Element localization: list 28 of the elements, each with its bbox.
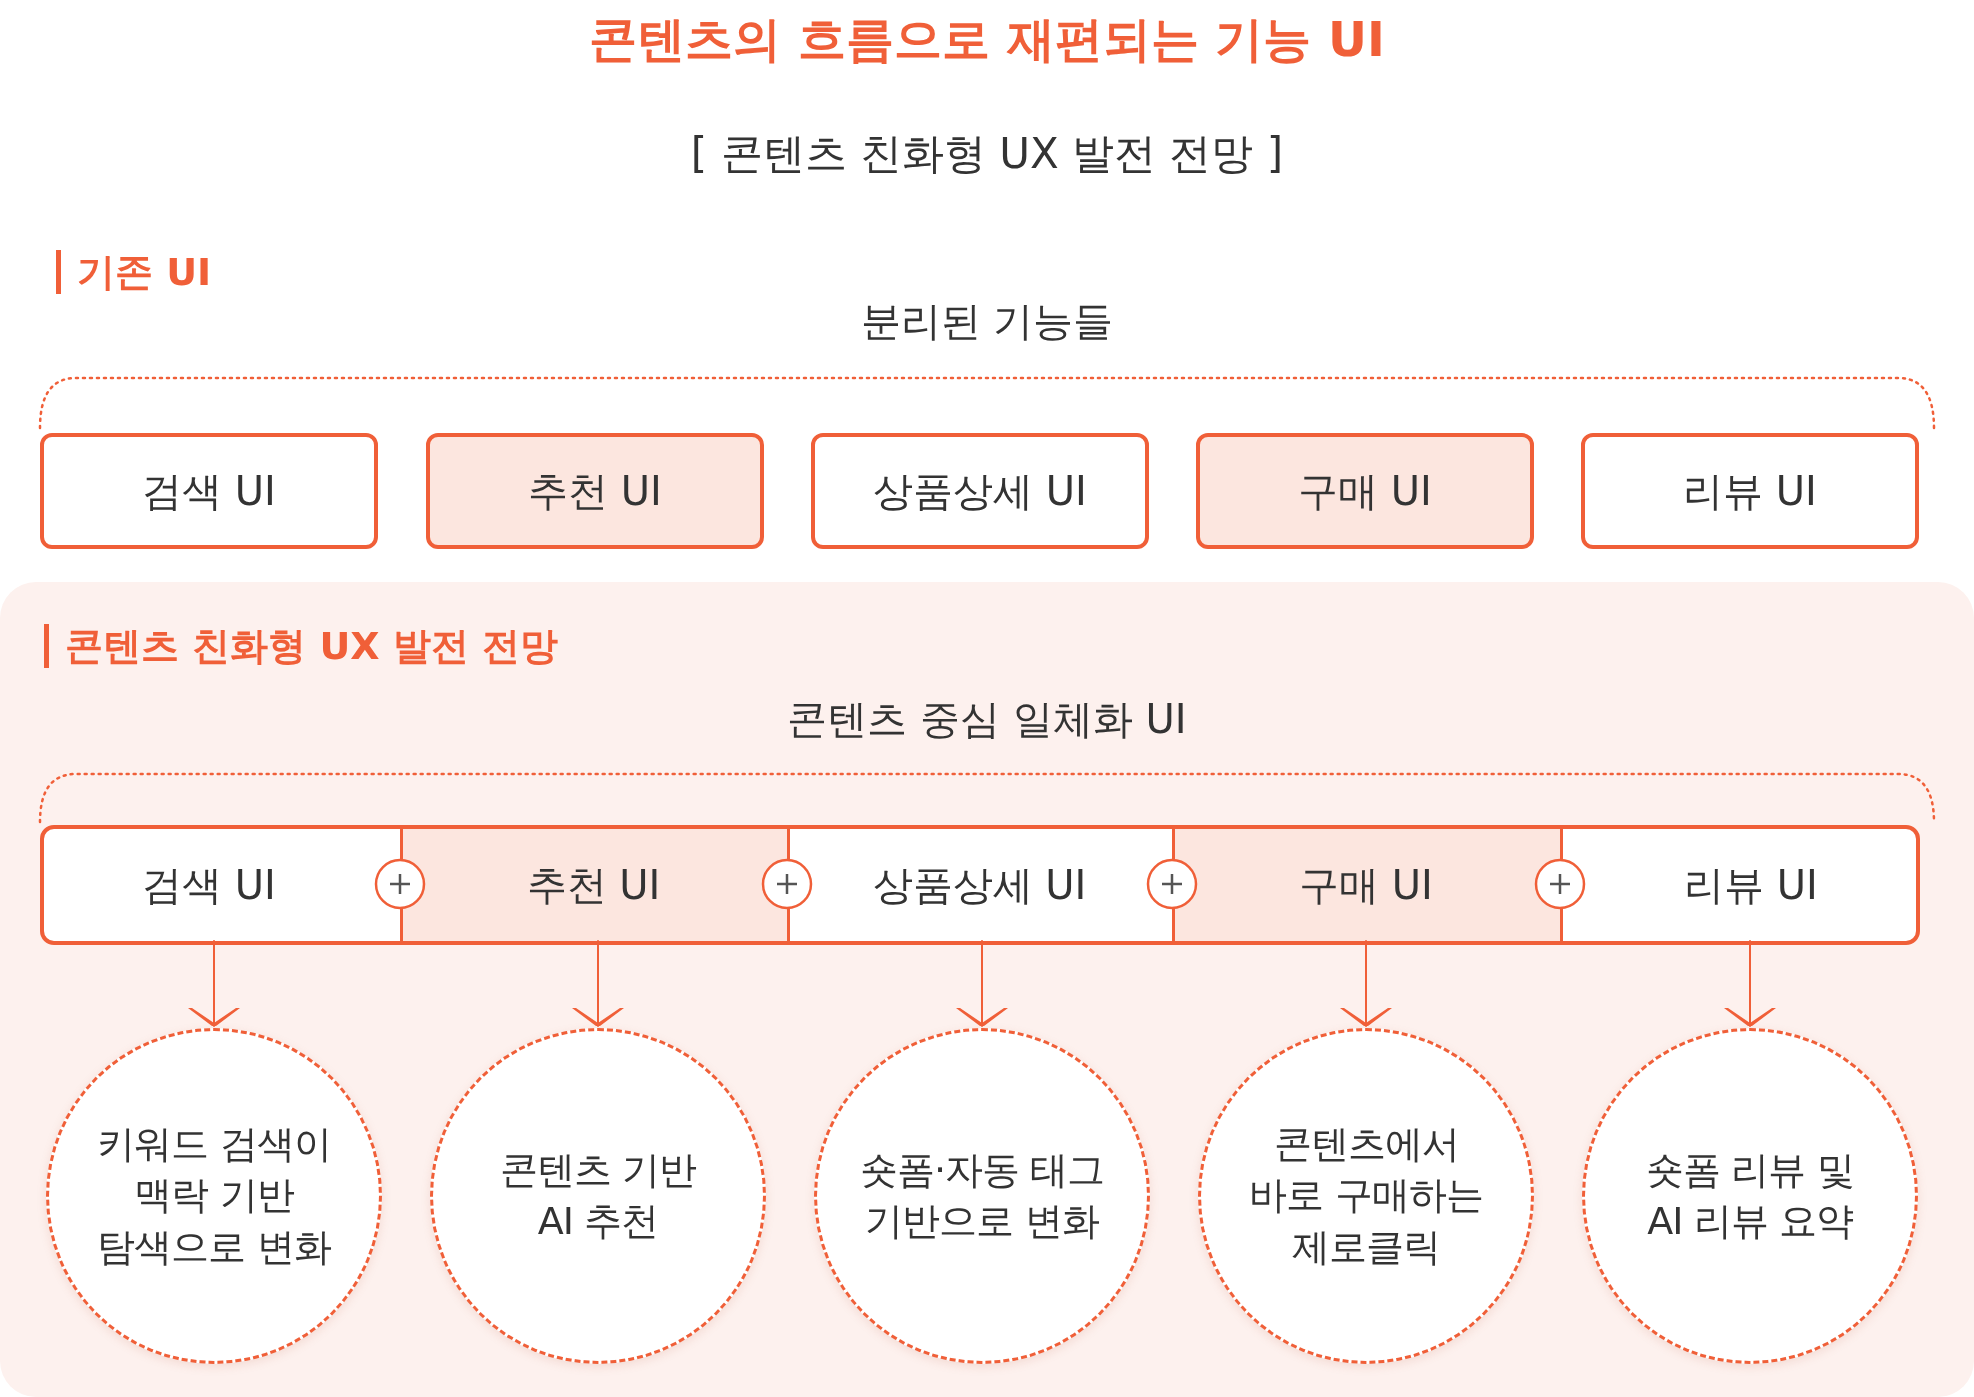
box-label: 구매 UI (1299, 860, 1433, 910)
bracket-label: 콘텐츠 중심 일체화 UI (787, 696, 1187, 742)
box-label: 추천 UI (526, 860, 661, 910)
subtitle: [ 콘텐츠 친화형 UX 발전 전망 ] (690, 129, 1284, 178)
box-label: 리뷰 UI (1683, 466, 1817, 516)
feature-box (1196, 433, 1534, 549)
title: 콘텐츠의 흐름으로 재편되는 기능 UI (589, 11, 1385, 67)
panel-background (0, 582, 1974, 1397)
circle-label: 숏폼·자동 태그 기반으로 변화 (858, 1146, 1106, 1245)
feature-box (1581, 433, 1919, 549)
box-label: 상품상세 UI (872, 860, 1087, 910)
box-label: 상품상세 UI (873, 466, 1087, 516)
section-heading: 콘텐츠 친화형 UX 발전 전망 (65, 624, 559, 668)
bracket-label: 분리된 기능들 (860, 298, 1114, 344)
feature-box (811, 433, 1149, 549)
combined-bar (40, 825, 1920, 945)
box-label: 구매 UI (1298, 466, 1432, 516)
circle-label: 숏폼 리뷰 및 AI 리뷰 요약 (1645, 1146, 1855, 1245)
circle-label: 콘텐츠에서 바로 구매하는 제로클릭 (1248, 1121, 1484, 1271)
box-label: 추천 UI (528, 466, 662, 516)
box-label: 검색 UI (142, 860, 276, 910)
feature-box (426, 433, 764, 549)
circle-label: 콘텐츠 기반 AI 추천 (498, 1146, 698, 1245)
box-label: 검색 UI (142, 466, 276, 516)
section-heading: 기존 UI (77, 250, 212, 294)
box-label: 리뷰 UI (1684, 860, 1818, 910)
feature-box (40, 433, 378, 549)
circle-label: 키워드 검색이 맥락 기반 탐색으로 변화 (96, 1121, 332, 1271)
